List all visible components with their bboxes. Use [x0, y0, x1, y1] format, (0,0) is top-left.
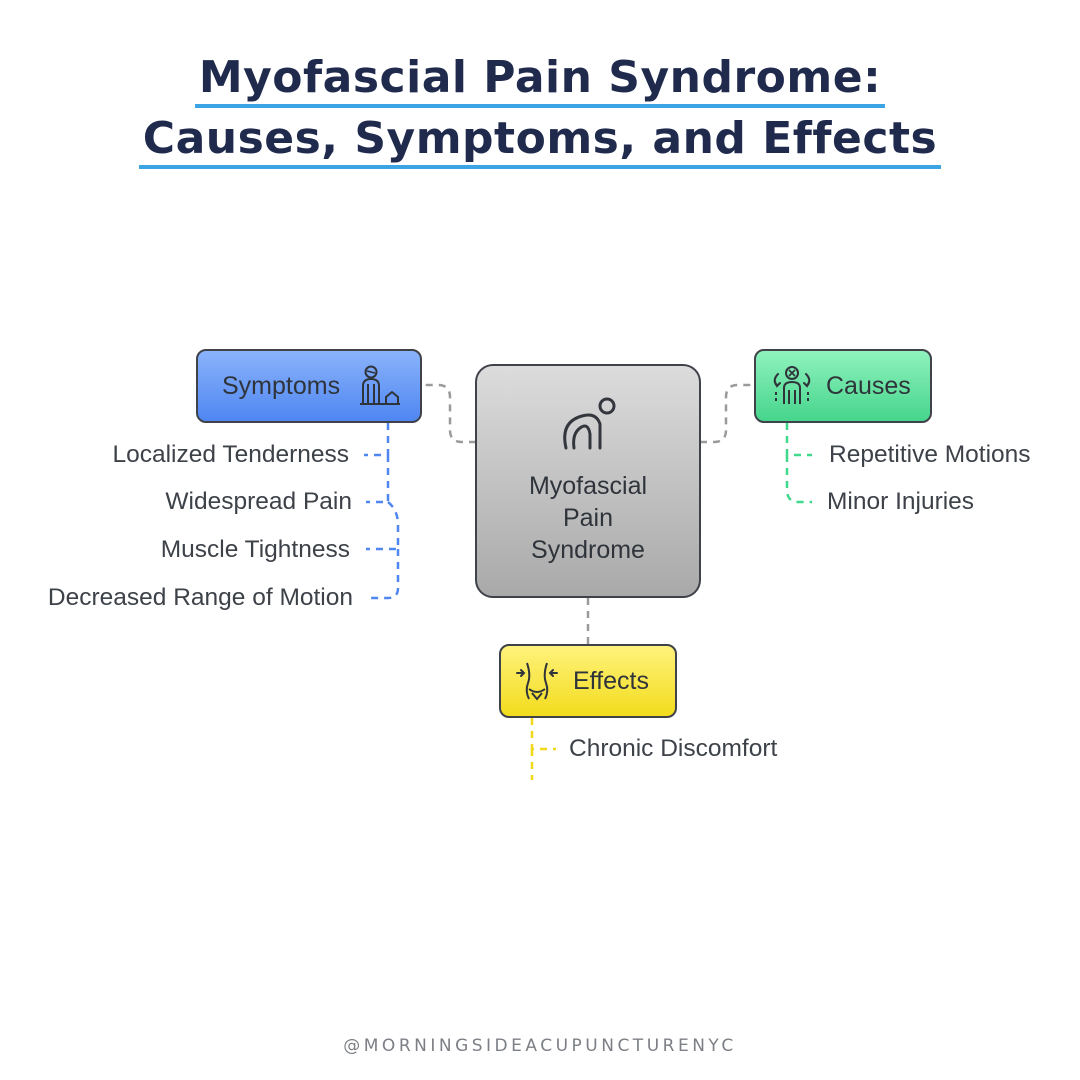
- center-label-line1: Myofascial: [528, 472, 648, 500]
- connector-center-symptoms: [422, 383, 476, 444]
- effect-item-chronic-discomfort: Chronic Discomfort: [569, 735, 778, 762]
- cause-item-repetitive-motions: Repetitive Motions: [829, 441, 1031, 468]
- person-pain-icon: [358, 364, 402, 408]
- symptom-item-decreased-range-of-motion: Decreased Range of Motion: [47, 584, 353, 611]
- causes-branches: [785, 423, 812, 504]
- causes-node: Causes: [754, 349, 932, 423]
- title-text-2: Causes, Symptoms, and Effects: [138, 114, 942, 170]
- bent-person-icon: [556, 396, 620, 460]
- center-label-line2: Pain: [562, 504, 614, 532]
- branch-decreased-range: [366, 549, 400, 600]
- branch-widespread-pain: [366, 455, 390, 504]
- symptoms-branches: [364, 423, 400, 600]
- center-label-line3: Syndrome: [531, 536, 645, 564]
- center-node: Myofascial Pain Syndrome: [475, 364, 701, 598]
- branch-localized-tenderness: [364, 423, 390, 457]
- cause-item-minor-injuries: Minor Injuries: [827, 488, 975, 515]
- title-line-2: Causes, Symptoms, and Effects: [0, 113, 1080, 170]
- symptoms-node: Symptoms: [196, 349, 422, 423]
- causes-label: Causes: [826, 371, 911, 400]
- effects-node: Effects: [499, 644, 677, 718]
- center-label: Myofascial Pain Syndrome: [529, 470, 647, 566]
- effects-branches: [530, 718, 556, 780]
- symptom-item-localized-tenderness: Localized Tenderness: [112, 441, 349, 468]
- title-text-1: Myofascial Pain Syndrome:: [194, 53, 886, 109]
- branch-repetitive-motions: [785, 423, 812, 457]
- connector-center-causes: [700, 383, 754, 444]
- branch-chronic-discomfort: [530, 718, 556, 751]
- symptom-item-muscle-tightness: Muscle Tightness: [160, 536, 350, 563]
- symptoms-label: Symptoms: [222, 371, 341, 400]
- symptom-item-widespread-pain: Widespread Pain: [165, 488, 352, 515]
- title-line-1: Myofascial Pain Syndrome:: [0, 52, 1080, 109]
- repetition-person-icon: [770, 364, 814, 408]
- compressed-torso-icon: [515, 659, 559, 703]
- branch-minor-injuries: [785, 455, 812, 504]
- effects-label: Effects: [573, 666, 649, 695]
- branch-muscle-tightness: [366, 501, 400, 551]
- footer-handle: @MORNINGSIDEACUPUNCTURENYC: [343, 1036, 737, 1056]
